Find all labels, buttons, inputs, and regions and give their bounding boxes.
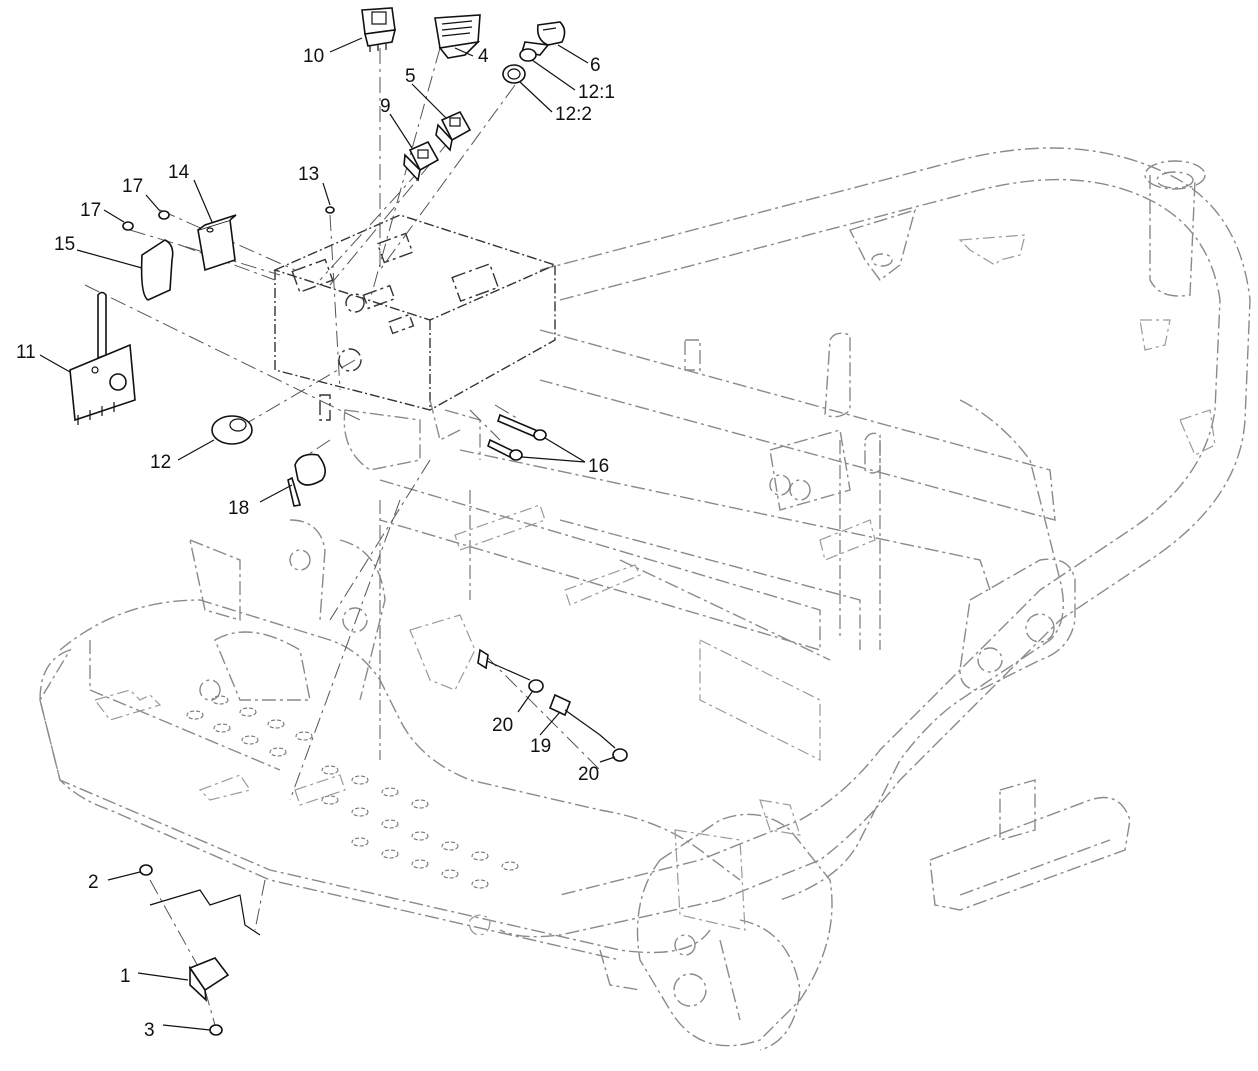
part-3-nut: [209, 1024, 223, 1036]
callout-4: 4: [478, 46, 489, 67]
part-17-nut-lower: [122, 221, 134, 231]
callout-10: 10: [303, 46, 324, 67]
callout-12: 12: [150, 452, 171, 473]
callout-3: 3: [144, 1020, 155, 1041]
callout-17-lower: 17: [80, 200, 101, 221]
part-18-strap: [287, 453, 326, 507]
part-1-seat-switch: [149, 889, 261, 1003]
part-20-nut-lower: [612, 748, 628, 762]
callout-labels: 10 4 6 12:1 12:2 5 9 13 14 17 17 15 11 1…: [16, 46, 615, 1041]
callout-13: 13: [298, 164, 319, 185]
callout-12-1: 12:1: [578, 82, 615, 103]
part-13-screw: [325, 206, 335, 214]
part-4-hour-meter: [434, 14, 481, 59]
part-17-nut-upper: [158, 210, 170, 220]
part-15-cover: [140, 239, 174, 301]
part-11-control-module: [69, 291, 136, 425]
callout-11: 11: [16, 342, 36, 363]
part-16-bolt-lower: [487, 438, 523, 461]
part-16-bolt-upper: [497, 413, 547, 441]
callout-14: 14: [168, 162, 190, 183]
part-2-screw: [139, 864, 153, 876]
leader-lines: [39, 37, 616, 1031]
footplate-holes: [186, 695, 519, 889]
part-12-2-ring: [502, 64, 526, 84]
assembly-guide-lines: [84, 47, 601, 1026]
callout-20-upper: 20: [492, 715, 513, 736]
callout-20-lower: 20: [578, 764, 599, 785]
mower-frame: [39, 147, 1251, 1051]
callout-5: 5: [405, 66, 416, 87]
callout-16: 16: [588, 456, 609, 477]
callout-6: 6: [590, 55, 601, 76]
callout-18: 18: [228, 498, 249, 519]
callout-19: 19: [530, 736, 551, 757]
callout-15: 15: [54, 234, 75, 255]
callout-2: 2: [88, 872, 99, 893]
control-panel: [273, 214, 557, 471]
callout-12-2: 12:2: [555, 104, 592, 125]
part-19-cable-adjuster: [477, 648, 616, 749]
part-20-nut-upper: [528, 679, 544, 693]
part-14-block: [197, 214, 237, 272]
part-12-1-ring: [519, 48, 537, 62]
part-10-rocker-switch: [361, 7, 397, 52]
part-12-knob: [211, 415, 253, 445]
callout-9: 9: [380, 96, 391, 117]
part-5-switch: [435, 110, 472, 152]
callout-17-upper: 17: [122, 176, 143, 197]
callout-1: 1: [120, 966, 131, 987]
part-9-switch: [403, 140, 440, 182]
